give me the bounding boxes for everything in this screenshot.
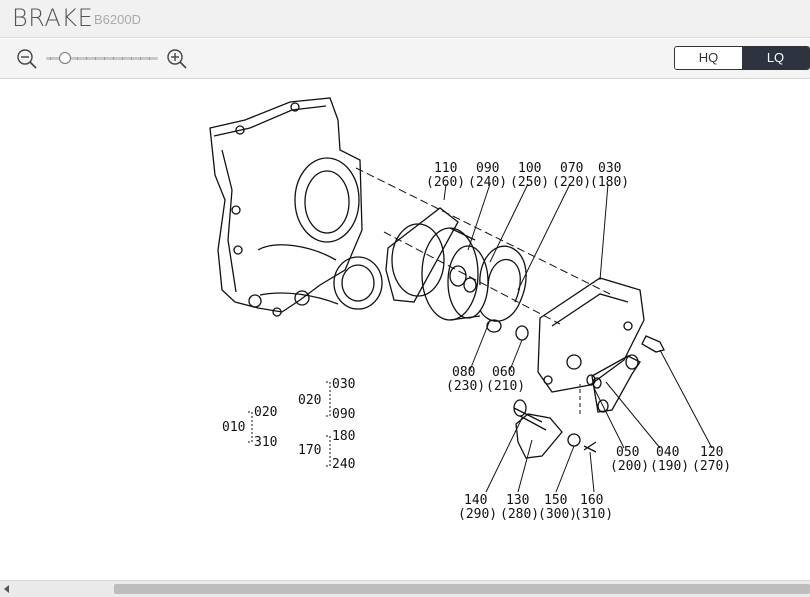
brake-assembly-drawing	[209, 97, 665, 459]
tree-010-item-2: 310	[254, 435, 277, 450]
callout-140-alt: (290)	[458, 507, 497, 522]
callout-050-alt: (200)	[610, 459, 649, 474]
callout-080-alt: (230)	[446, 379, 485, 394]
callout-130-alt: (280)	[500, 507, 539, 522]
tree-010-item-1: 020	[254, 405, 277, 420]
parts-diagram[interactable]: 110 (260) 090 (240) 100 (250) 070 (220) …	[0, 80, 810, 580]
callout-090-code: 090	[476, 161, 499, 176]
callout-030-alt: (180)	[590, 175, 629, 190]
quality-toggle: HQ LQ	[674, 46, 810, 70]
horizontal-scrollbar[interactable]	[0, 580, 810, 597]
callout-140-code: 140	[464, 493, 487, 508]
callout-070-code: 070	[560, 161, 583, 176]
callout-040-alt: (190)	[650, 459, 689, 474]
zoom-slider[interactable]	[46, 52, 158, 64]
callout-100-alt: (250)	[510, 175, 549, 190]
callout-160-alt: (310)	[574, 507, 613, 522]
callout-070-alt: (220)	[552, 175, 591, 190]
callout-150-alt: (300)	[538, 507, 577, 522]
callout-060-code: 060	[492, 365, 515, 380]
scrollbar-thumb[interactable]	[114, 584, 810, 594]
assembly-tree-brackets	[248, 381, 331, 467]
callout-150-code: 150	[544, 493, 567, 508]
tree-010-root: 010	[222, 420, 245, 435]
callout-060-alt: (210)	[486, 379, 525, 394]
tree-020-item-1: 030	[332, 377, 355, 392]
tree-020-root: 020	[298, 393, 321, 408]
tree-170-item-1: 180	[332, 429, 355, 444]
callout-110-alt: (260)	[426, 175, 465, 190]
tree-020-item-2: 090	[332, 407, 355, 422]
callout-030-code: 030	[598, 161, 621, 176]
model-number: B6200D	[94, 12, 141, 27]
callout-050-code: 050	[616, 445, 639, 460]
tree-170-item-2: 240	[332, 457, 355, 472]
leader-lines	[355, 167, 713, 493]
callout-110-code: 110	[434, 161, 457, 176]
callout-130-code: 130	[506, 493, 529, 508]
page-title: BRAKE	[12, 4, 94, 32]
zoom-slider-ticks	[50, 57, 154, 60]
callout-120-code: 120	[700, 445, 723, 460]
callout-100-code: 100	[518, 161, 541, 176]
callout-080-code: 080	[452, 365, 475, 380]
exploded-view-drawing: 110 (260) 090 (240) 100 (250) 070 (220) …	[209, 97, 731, 522]
callout-090-alt: (240)	[468, 175, 507, 190]
zoom-slider-thumb[interactable]	[59, 52, 72, 64]
callout-040-code: 040	[656, 445, 679, 460]
callout-120-alt: (270)	[692, 459, 731, 474]
zoom-in-icon[interactable]	[166, 48, 188, 70]
zoom-out-icon[interactable]	[16, 48, 38, 70]
title-bar: BRAKE B6200D	[0, 0, 810, 38]
callout-160-code: 160	[580, 493, 603, 508]
tree-170-root: 170	[298, 443, 321, 458]
toolbar: HQ LQ	[0, 39, 810, 79]
quality-lq-button[interactable]: LQ	[742, 47, 809, 69]
quality-hq-button[interactable]: HQ	[675, 47, 742, 69]
scroll-left-arrow-icon[interactable]	[2, 584, 12, 594]
